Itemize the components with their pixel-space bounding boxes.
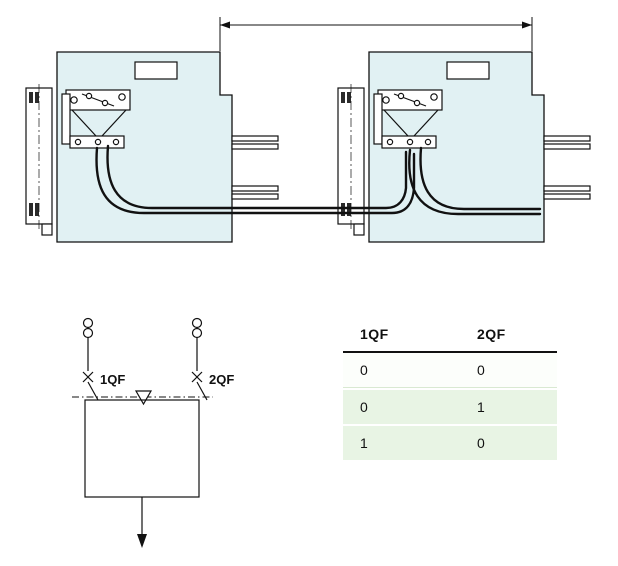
interconnection-cables [95,144,542,216]
enclosure-box [84,399,200,498]
truth-table-header-2qf: 2QF [477,326,506,342]
truth-table-header-1qf: 1QF [360,326,389,342]
breaker-2-label: 2QF [209,372,234,387]
truth-table-row: 0 0 [343,353,557,388]
truth-table-row: 1 0 [343,424,557,460]
truth-table-row: 0 1 [343,388,557,424]
dimension-line [219,17,533,51]
plug-contacts-1 [82,317,94,339]
interlock-triangle-icon [134,390,153,406]
control-schematic: 1QF 2QF [72,317,234,548]
truth-table-cell: 0 [477,435,485,451]
truth-table-cell: 0 [477,362,485,378]
truth-table-cell: 0 [360,399,368,415]
truth-table-cell: 1 [360,435,368,451]
truth-table: 1QF 2QF 0 0 0 1 1 0 [343,326,557,460]
truth-table-header: 1QF 2QF [343,326,557,353]
breaker-symbol-2 [191,371,208,401]
breaker-1-label: 1QF [100,372,125,387]
truth-table-cell: 1 [477,399,485,415]
plug-contacts-2 [191,317,203,339]
truth-table-cell: 0 [360,362,368,378]
output-arrow-icon [137,497,147,548]
breaker-symbol-1 [82,371,99,401]
